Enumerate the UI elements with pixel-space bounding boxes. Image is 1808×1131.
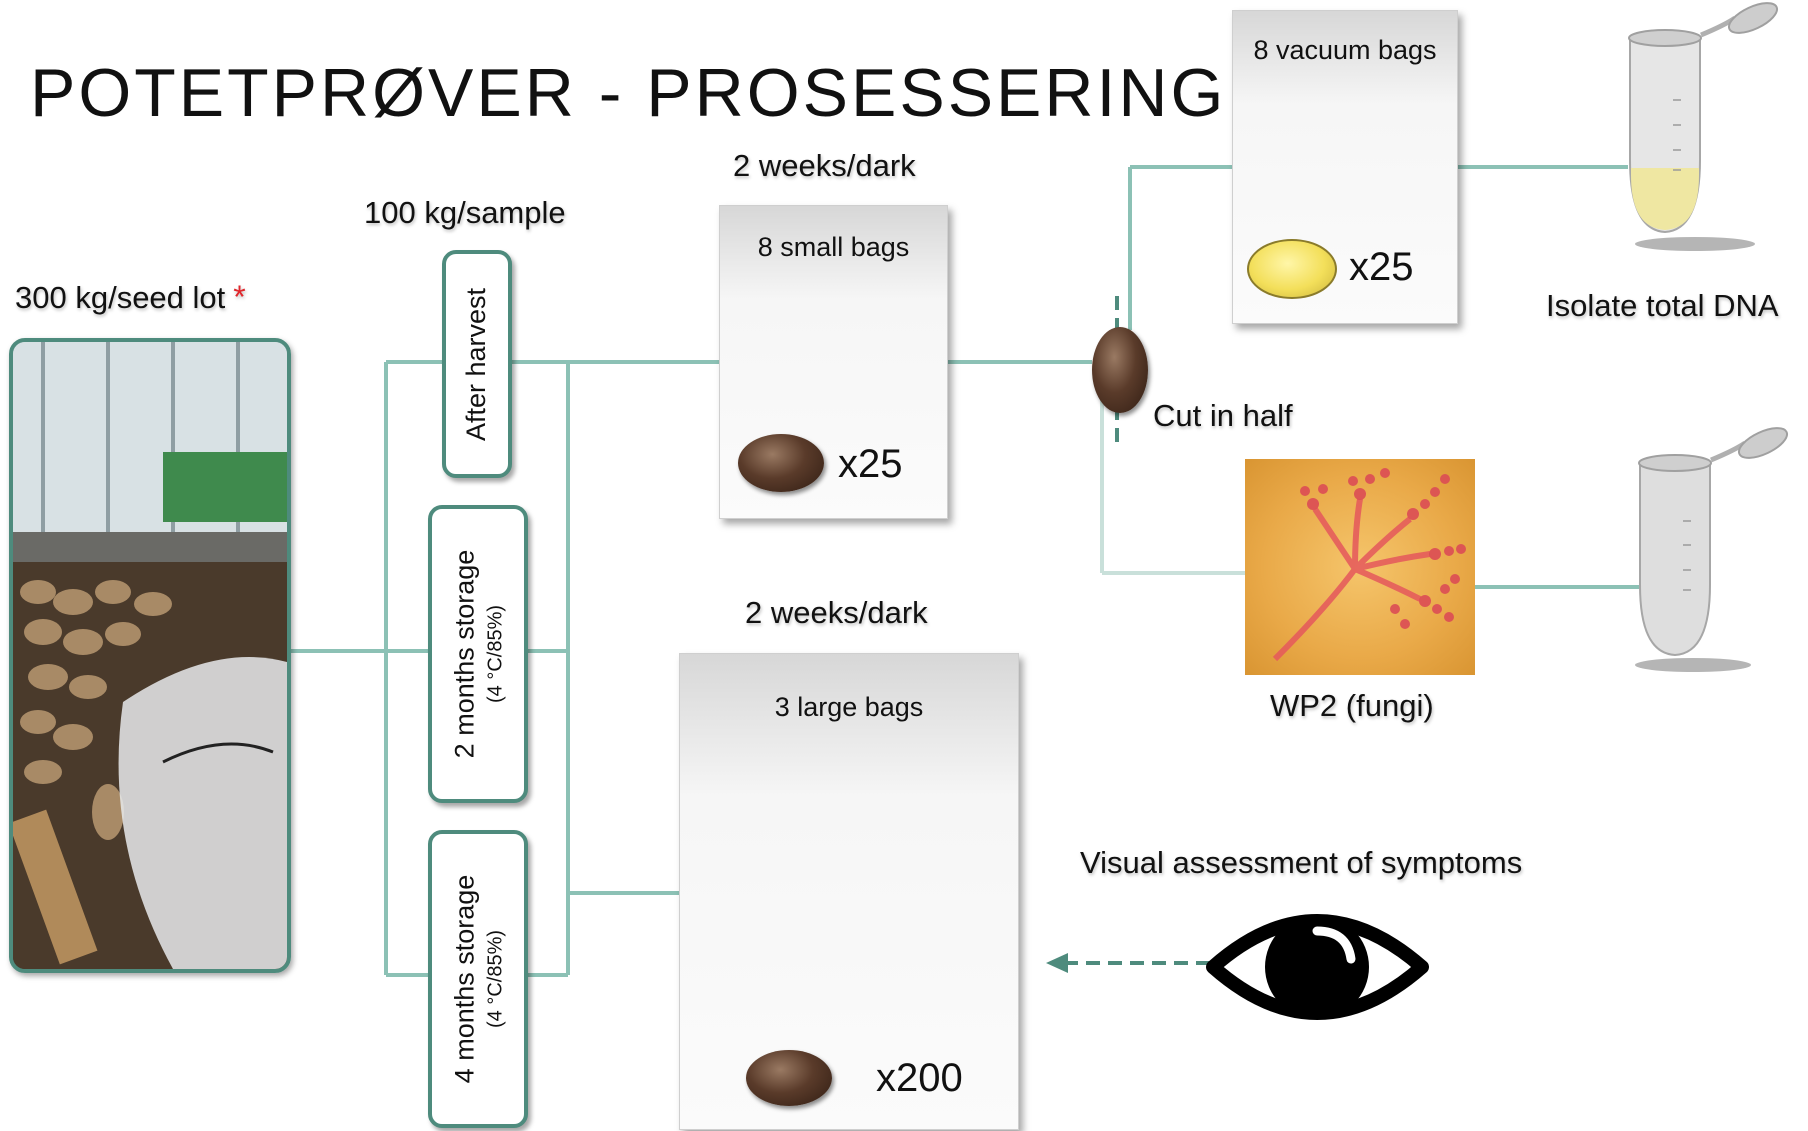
per-sample-label: 100 kg/sample: [364, 195, 566, 230]
vacuum-bags-box: 8 vacuum bags x25: [1232, 10, 1458, 324]
storage-2-months-conditions: (4 °C/85%): [484, 604, 506, 704]
potato-cut-face-icon: [1247, 239, 1337, 299]
page-title: POTETPRØVER - PROSESSERING: [30, 54, 1227, 131]
storage-2-months-label: 2 months storage: [449, 549, 479, 759]
seed-lot-text: 300 kg/seed lot: [15, 280, 226, 315]
potato-half-icon: [1092, 327, 1148, 413]
storage-photo: [9, 338, 291, 973]
visual-assessment-label: Visual assessment of symptoms: [1080, 845, 1523, 880]
storage-4-months-conditions: (4 °C/85%): [484, 929, 506, 1029]
vacuum-bags-label: 8 vacuum bags: [1253, 35, 1437, 65]
storage-after-harvest-label: After harvest: [461, 287, 492, 441]
lower-duration-label: 2 weeks/dark: [745, 595, 928, 630]
microtube-icon: [1628, 2, 1779, 251]
fungi-label: WP2 (fungi): [1270, 688, 1434, 723]
large-bags-box: 3 large bags x200: [679, 653, 1019, 1130]
potato-icon: [738, 434, 824, 492]
vacuum-bags-count: x25: [1349, 245, 1414, 289]
storage-after-harvest-text: After harvest: [462, 287, 493, 440]
storage-4-months: 4 months storage (4 °C/85%): [428, 830, 528, 1128]
storage-4-months-text: 4 months storage (4 °C/85%): [449, 875, 507, 1084]
seed-lot-label: 300 kg/seed lot*: [15, 279, 246, 316]
fungi-micrograph: [1245, 459, 1475, 675]
fungi-illustration: [1272, 468, 1466, 662]
dna-label: Isolate total DNA: [1546, 288, 1779, 323]
seed-lot-marker: *: [233, 279, 246, 315]
large-bags-count: x200: [876, 1056, 963, 1100]
upper-duration-label: 2 weeks/dark: [733, 148, 916, 183]
small-bags-box: 8 small bags x25: [719, 205, 948, 519]
large-bags-label: 3 large bags: [774, 692, 924, 722]
storage-4-months-label: 4 months storage: [449, 874, 479, 1084]
small-bags-label: 8 small bags: [757, 232, 910, 262]
storage-after-harvest: After harvest: [442, 250, 512, 478]
storage-2-months-text: 2 months storage (4 °C/85%): [449, 550, 507, 759]
small-bags-count: x25: [838, 442, 903, 486]
microtube-icon: [1635, 427, 1789, 672]
storage-photo-illustration: [13, 342, 287, 969]
potato-icon: [746, 1050, 832, 1106]
storage-2-months: 2 months storage (4 °C/85%): [428, 505, 528, 803]
eye-icon: [1206, 914, 1429, 1020]
cut-label: Cut in half: [1153, 398, 1293, 433]
